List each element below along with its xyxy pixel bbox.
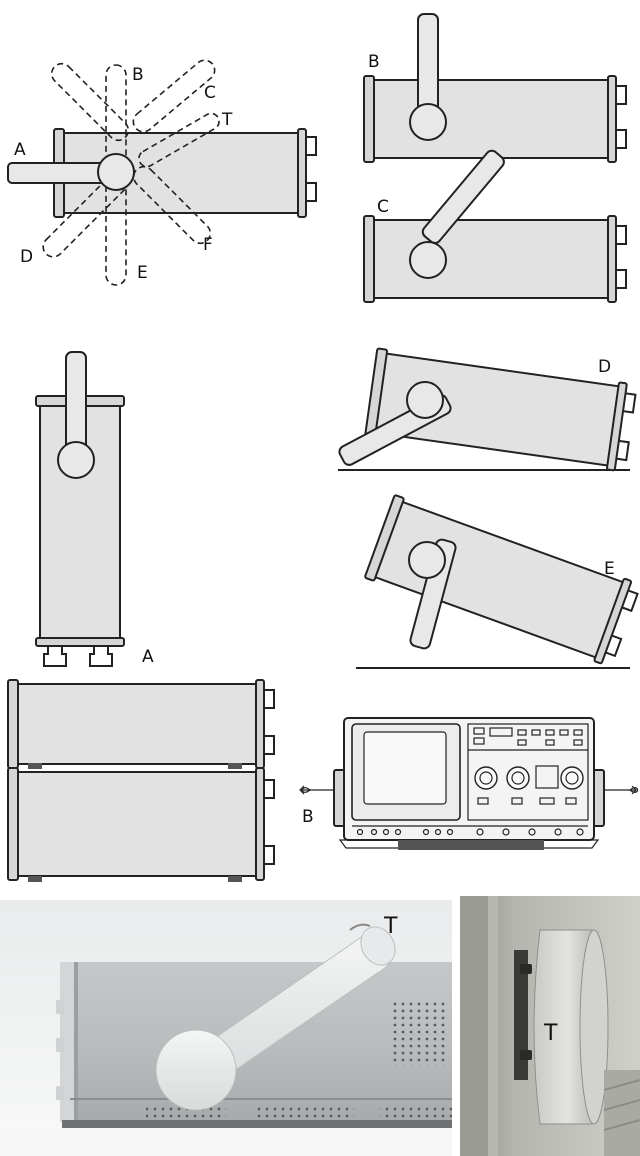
position-c-instrument-body	[371, 219, 613, 299]
overview-panel: A B C T D E F	[7, 59, 317, 286]
position-b-panel: B	[363, 13, 627, 163]
crt-screen	[363, 731, 447, 805]
position-b-instrument-body	[371, 79, 613, 159]
stacked-upper-unit	[13, 683, 261, 765]
panel-label-e: E	[604, 559, 615, 579]
knob-timebase	[560, 766, 584, 790]
control-panel-area	[467, 723, 589, 821]
position-d-panel: D	[338, 347, 637, 472]
label-t: T	[221, 110, 233, 130]
label-c: C	[204, 83, 216, 103]
photo-front-knob-3	[56, 1086, 64, 1100]
knob-channel-1	[474, 766, 498, 790]
photo-handle-side-view: T	[0, 896, 452, 1156]
photo-label-t: T	[383, 914, 398, 939]
overview-rear-foot-bottom	[306, 182, 317, 202]
right-rotation-arrow	[629, 787, 639, 793]
photo-front-knob-2	[56, 1038, 64, 1052]
position-t-outline	[138, 112, 220, 168]
photo-detail-label-t: T	[543, 1021, 558, 1046]
overview-rear-foot-top	[306, 136, 317, 156]
front-view-panel: B	[299, 717, 639, 850]
position-e-panel: E	[356, 494, 639, 669]
position-top-left-outline	[50, 62, 130, 142]
knob-channel-2	[506, 766, 530, 790]
photo-handle-axle	[514, 950, 528, 1080]
label-a: A	[14, 140, 26, 160]
photo-handle-end-cap	[360, 926, 396, 966]
photo-handle-hub	[155, 1029, 237, 1111]
position-f-outline	[132, 165, 212, 245]
handle-d-hub	[406, 381, 444, 419]
position-c-panel: C	[363, 149, 627, 303]
overview-rear-bezel	[297, 128, 307, 218]
photo-front-knob-1	[56, 1000, 64, 1014]
photo-side-vents	[392, 1000, 448, 1066]
label-b: B	[132, 65, 144, 85]
stacked-instruments-panel	[7, 679, 275, 882]
handle-e-hub	[408, 541, 446, 579]
label-e: E	[137, 263, 148, 283]
panel-label-b: B	[368, 52, 380, 72]
label-d: D	[20, 247, 33, 267]
stacked-lower-unit	[13, 771, 261, 877]
photo-handle-detail: T	[452, 896, 640, 1156]
label-f: F	[203, 235, 213, 255]
position-a-panel: A	[35, 351, 154, 667]
panel-label-a: A	[142, 647, 154, 667]
mode-indicator	[535, 765, 559, 789]
photo-bottom-vents-3	[380, 1104, 452, 1118]
panel-label-d: D	[598, 357, 611, 377]
photo-bottom-vents-2	[254, 1104, 354, 1118]
front-carry-strap	[398, 840, 544, 850]
handle-pivot-hub	[97, 153, 135, 191]
handle-a-hub	[57, 441, 95, 479]
handle-b-hub	[409, 103, 447, 141]
position-c-outline	[132, 59, 216, 133]
handle-position-c	[421, 149, 505, 244]
front-label-b: B	[302, 807, 314, 827]
panel-label-c: C	[377, 197, 389, 217]
handle-c-hub	[409, 241, 447, 279]
